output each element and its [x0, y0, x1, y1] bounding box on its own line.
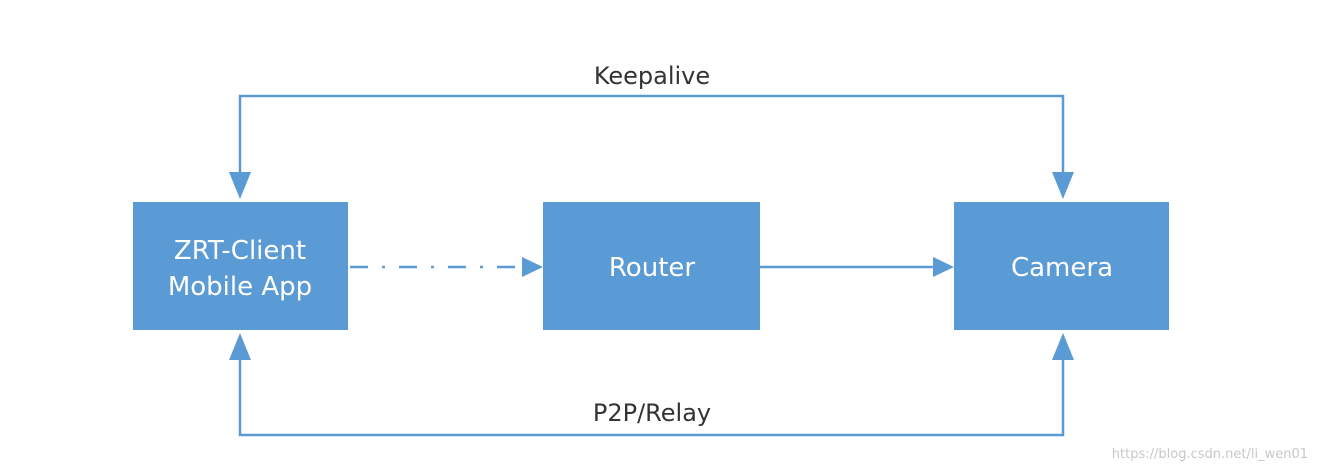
camera-node: Camera: [954, 202, 1169, 330]
router-node-label: Router: [609, 253, 695, 283]
client-router-arrowhead: [522, 257, 543, 277]
keepalive-connector: [229, 94, 1074, 199]
client-router-connector: [350, 257, 543, 277]
client-node: ZRT-Client Mobile App: [133, 202, 348, 330]
router-camera-connector: [760, 257, 954, 277]
client-node-label-line1: ZRT-Client: [174, 236, 306, 266]
client-node-label-line2: Mobile App: [168, 272, 312, 302]
camera-node-label: Camera: [1011, 253, 1113, 283]
p2p-relay-arrowhead-client: [229, 333, 251, 360]
keepalive-arrowhead-client: [229, 172, 251, 199]
router-node: Router: [543, 202, 760, 330]
router-camera-arrowhead: [933, 257, 954, 277]
watermark-text: https://blog.csdn.net/li_wen01: [1112, 447, 1308, 462]
keepalive-arrowhead-camera: [1052, 172, 1074, 199]
keepalive-label: Keepalive: [594, 62, 710, 90]
p2p-relay-connector: [229, 333, 1074, 437]
p2p-relay-label: P2P/Relay: [593, 399, 711, 427]
p2p-relay-arrowhead-camera: [1052, 333, 1074, 360]
